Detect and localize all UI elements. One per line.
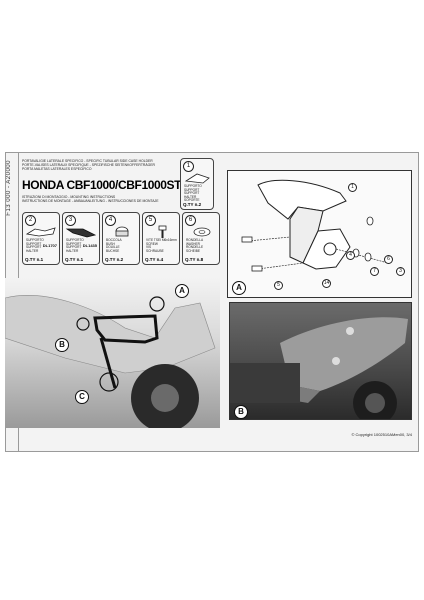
kit-item-6: 6 RONDELLA WASHER RONDELLE SCHEIBE Q.TY … bbox=[182, 212, 220, 265]
part-number: 7 bbox=[370, 267, 379, 276]
part-number: 14 bbox=[322, 279, 331, 288]
part-number: 4 bbox=[346, 251, 355, 260]
kit-quantity: Q.TY n.2 bbox=[105, 257, 124, 262]
header-line-1: PORTAVALIGIE LATERALE SPECIFICO - SPECIF… bbox=[22, 159, 153, 163]
copyright-text: © Copyright 1002510AMen00, 3/4 bbox=[351, 432, 412, 437]
kit-number: 6 bbox=[185, 215, 196, 226]
kit-code: DL1707 bbox=[42, 243, 57, 248]
header-line-3: PORTA MALETAS LATERALES ESPECIFICO bbox=[22, 167, 92, 171]
bracket-icon bbox=[184, 173, 210, 184]
exploded-diagram bbox=[241, 179, 389, 272]
kit-number: 3 bbox=[65, 215, 76, 226]
bike-illustration bbox=[5, 295, 216, 428]
kit-number: 5 bbox=[145, 215, 156, 226]
kit-quantity: Q.TY n.4 bbox=[145, 257, 164, 262]
kit-number: 1 bbox=[183, 161, 194, 172]
kit-label: SUPPORTO SUPPORT SUPPORT HALTER bbox=[26, 238, 44, 253]
part-number: 3 bbox=[396, 267, 405, 276]
kit-item-3: 3 SUPPORTO SUPPORT SUPPORT HALTER DL1435… bbox=[62, 212, 100, 265]
part-number: 1 bbox=[348, 183, 357, 192]
kit-quantity: Q.TY n.8 bbox=[185, 257, 204, 262]
photo-panel-b: B bbox=[229, 302, 412, 420]
kit-item-5: 5 VITE TSEI M6x16mm SCREW VIS SCHRAUBE Q… bbox=[142, 212, 180, 265]
callout-a: A bbox=[175, 284, 189, 298]
install-line-1: ISTRUZIONI DI MONTAGGIO - MOUNTING INSTR… bbox=[22, 195, 116, 199]
motorcycle-rack-photo: A B C bbox=[5, 278, 220, 428]
side-code: F13 000 - A20000 bbox=[6, 160, 12, 216]
kit-quantity: Q.TY n.2 bbox=[183, 202, 202, 207]
kit-item-2: 2 SUPPORTO SUPPORT SUPPORT HALTER DL1707… bbox=[22, 212, 60, 265]
model-title: HONDA CBF1000/CBF1000ST bbox=[22, 178, 182, 192]
header-line-2: PORTE-VALISES LATERAUX SPECIFIQUE - SPEZ… bbox=[22, 163, 155, 167]
kit-number: 4 bbox=[105, 215, 116, 226]
washer-icon bbox=[193, 227, 211, 237]
bush-icon bbox=[115, 226, 129, 237]
kit-quantity: Q.TY n.1 bbox=[25, 257, 44, 262]
panel-a-label: A bbox=[232, 281, 246, 295]
bracket-icon bbox=[65, 228, 97, 238]
kit-label: SUPPORTO SUPPORT SUPPORT HALTER bbox=[66, 238, 84, 253]
screw-icon bbox=[158, 225, 167, 238]
exploded-diagram-panel: A 5 14 4 7 6 3 1 bbox=[227, 170, 412, 298]
callout-b: B bbox=[55, 338, 69, 352]
part-number: 6 bbox=[384, 255, 393, 264]
callout-c: C bbox=[75, 390, 89, 404]
kit-code: DL1435 bbox=[82, 243, 97, 248]
kit-number: 2 bbox=[25, 215, 36, 226]
kit-item-1: 1 SUPPORTO SUPPORT SUPPORT HALTER SOPORT… bbox=[180, 158, 214, 210]
kit-item-4: 4 BOCCOLA BUSH DOUILLE BUCHSE Q.TY n.2 bbox=[102, 212, 140, 265]
bracket-icon bbox=[25, 227, 56, 237]
part-number: 5 bbox=[274, 281, 283, 290]
motorcycle-photo bbox=[230, 317, 408, 419]
kit-label: SUPPORTO SUPPORT SUPPORT HALTER SOPORTE bbox=[184, 184, 202, 203]
panel-b-label: B bbox=[234, 405, 248, 419]
install-line-2: INSTRUCTIONS DE MONTAGE - ANBAUANLEITUNG… bbox=[22, 199, 159, 203]
kit-label: BOCCOLA BUSH DOUILLE BUCHSE bbox=[106, 238, 122, 253]
kit-quantity: Q.TY n.1 bbox=[65, 257, 84, 262]
kit-label: VITE TSEI M6x16mm SCREW VIS SCHRAUBE bbox=[146, 238, 177, 253]
kit-label: RONDELLA WASHER RONDELLE SCHEIBE bbox=[186, 238, 204, 253]
